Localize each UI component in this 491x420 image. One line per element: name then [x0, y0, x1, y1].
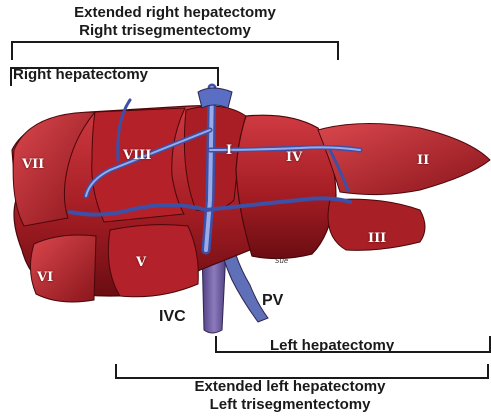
label-extended-left-hepatectomy: Extended left hepatectomy [120, 378, 460, 395]
superior-ivc [198, 88, 232, 108]
segment-label-iii: III [368, 231, 386, 246]
bracket-extended-left [116, 364, 488, 378]
label-pv: PV [262, 292, 283, 310]
segment-label-viii: VIII [123, 148, 151, 163]
label-left-trisegmentectomy: Left trisegmentectomy [120, 396, 460, 413]
segment-label-i: I [226, 143, 232, 158]
segment-label-iv: IV [286, 150, 302, 165]
segment-label-vii: VII [22, 157, 44, 172]
label-right-trisegmentectomy: Right trisegmentectomy [0, 22, 330, 39]
segment-v [108, 225, 198, 297]
label-ivc: IVC [159, 308, 186, 326]
segment-ii [318, 123, 490, 194]
label-left-hepatectomy: Left hepatectomy [270, 337, 394, 354]
label-extended-right-hepatectomy: Extended right hepatectomy [0, 4, 350, 21]
artist-signature: Sue [275, 257, 288, 265]
label-right-hepatectomy: Right hepatectomy [13, 66, 148, 83]
segment-label-vi: VI [37, 270, 53, 285]
bracket-extended-right [12, 42, 338, 60]
segment-vi [30, 235, 96, 302]
segment-label-v: V [136, 255, 146, 270]
segment-label-ii: II [417, 153, 429, 168]
